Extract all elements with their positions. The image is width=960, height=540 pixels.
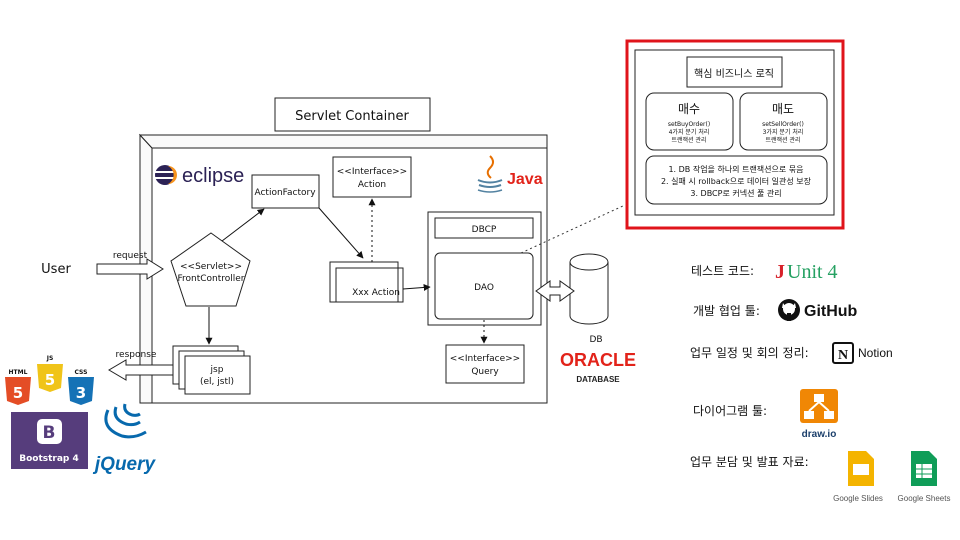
js-logo: JS 5 <box>37 355 63 392</box>
user-label: User <box>41 262 71 277</box>
connectors <box>205 198 626 345</box>
sell-method: setSellOrder() <box>762 121 804 128</box>
google-sheets-logo: Google Sheets <box>898 451 951 503</box>
request-label: request <box>113 251 148 261</box>
notion-letter: N <box>838 348 848 363</box>
junit-logo: J Unit 4 <box>775 261 838 283</box>
business-note-3: 3. DBCP로 커넥션 풀 관리 <box>690 188 781 198</box>
interface-query-name: Query <box>471 367 499 377</box>
oracle-logo: ORACLE DATABASE <box>560 350 636 384</box>
business-note-2: 2. 실패 시 rollback으로 데이터 일관성 보장 <box>661 176 812 186</box>
svg-text:5: 5 <box>13 384 23 402</box>
sell-title: 매도 <box>772 102 794 116</box>
notion-wordmark: Notion <box>858 346 893 360</box>
html-label: HTML <box>9 369 28 376</box>
notion-logo: N Notion <box>832 342 893 364</box>
business-logic-panel: 핵심 비즈니스 로직 매수 setBuyOrder() 4가지 분기 처리 트랜… <box>625 39 845 230</box>
html5-logo: HTML 5 <box>5 369 31 405</box>
interface-query-box: <<Interface>> Query <box>445 344 525 384</box>
jsp-sublabel: (el, jstl) <box>200 377 234 387</box>
buy-desc2: 트랜잭션 관리 <box>671 136 706 144</box>
js-label: JS <box>46 355 54 362</box>
sell-desc1: 3가지 분기 처리 <box>763 128 804 136</box>
jquery-wordmark: jQuery <box>92 454 157 475</box>
interface-action-name: Action <box>358 180 386 190</box>
business-title: 핵심 비즈니스 로직 <box>694 68 774 80</box>
interface-action-box: <<Interface>> Action <box>332 156 412 198</box>
jsp-stack: jsp (el, jstl) <box>172 345 251 395</box>
junit-wordmark: Unit 4 <box>787 261 838 283</box>
bootstrap-wordmark: Bootstrap 4 <box>19 454 79 464</box>
svg-text:3: 3 <box>76 384 86 402</box>
css-label: CSS <box>75 369 88 376</box>
bootstrap-letter: B <box>43 423 56 443</box>
tool-diagram-label: 다이어그램 툴: <box>693 404 767 418</box>
front-controller-name: FrontController <box>177 274 244 284</box>
svg-text:J: J <box>775 261 785 283</box>
db-label: DB <box>589 335 602 345</box>
java-wordmark: Java <box>507 171 543 188</box>
response-label: response <box>116 350 157 360</box>
oracle-wordmark: ORACLE <box>560 350 636 370</box>
dao-group: DBCP DAO <box>427 211 542 326</box>
interface-action-stereotype: <<Interface>> <box>337 167 407 177</box>
tool-collab-label: 개발 협업 툴: <box>693 304 760 318</box>
oracle-sub: DATABASE <box>576 375 620 384</box>
action-factory-label: ActionFactory <box>254 188 316 198</box>
svg-text:5: 5 <box>45 371 55 389</box>
dao-label: DAO <box>474 283 494 293</box>
drawio-logo: draw.io <box>800 389 838 440</box>
buy-desc1: 4가지 분기 처리 <box>669 128 710 136</box>
action-factory-box: ActionFactory <box>251 174 320 209</box>
sell-desc2: 트랜잭션 관리 <box>765 136 800 144</box>
buy-title: 매수 <box>678 102 700 116</box>
bootstrap-logo: B Bootstrap 4 <box>11 412 88 469</box>
github-wordmark: GitHub <box>804 303 858 320</box>
jquery-logo: jQuery <box>92 403 157 475</box>
front-controller: <<Servlet>> FrontController <box>170 232 251 307</box>
container-title-box: Servlet Container <box>274 97 431 132</box>
eclipse-logo: eclipse <box>155 165 244 187</box>
github-logo: GitHub <box>778 299 858 321</box>
business-note-1: 1. DB 작업을 하나의 트랜잭션으로 묶음 <box>668 164 803 174</box>
css3-logo: CSS 3 <box>68 369 94 405</box>
eclipse-wordmark: eclipse <box>182 165 244 187</box>
google-slides-label: Google Slides <box>833 494 883 503</box>
container-title: Servlet Container <box>295 109 409 124</box>
interface-query-stereotype: <<Interface>> <box>450 354 520 364</box>
jsp-label: jsp <box>210 365 224 375</box>
drawio-wordmark: draw.io <box>802 429 837 440</box>
buy-method: setBuyOrder() <box>668 121 710 128</box>
google-slides-logo: Google Slides <box>833 451 883 503</box>
tool-test-label: 테스트 코드: <box>691 264 754 278</box>
request-arrow: request <box>96 251 164 280</box>
google-sheets-label: Google Sheets <box>898 494 951 503</box>
java-logo: Java <box>477 155 543 193</box>
xxx-action-label: Xxx Action <box>352 288 400 298</box>
dbcp-label: DBCP <box>472 225 497 235</box>
xxx-action-stack: Xxx Action <box>329 261 404 303</box>
tool-docs-label: 업무 분담 및 발표 자료: <box>690 455 809 469</box>
response-arrow: response <box>108 350 179 381</box>
front-controller-stereotype: <<Servlet>> <box>180 262 242 272</box>
db-cylinder: DB <box>569 253 609 345</box>
tool-schedule-label: 업무 일정 및 회의 정리: <box>690 346 809 360</box>
